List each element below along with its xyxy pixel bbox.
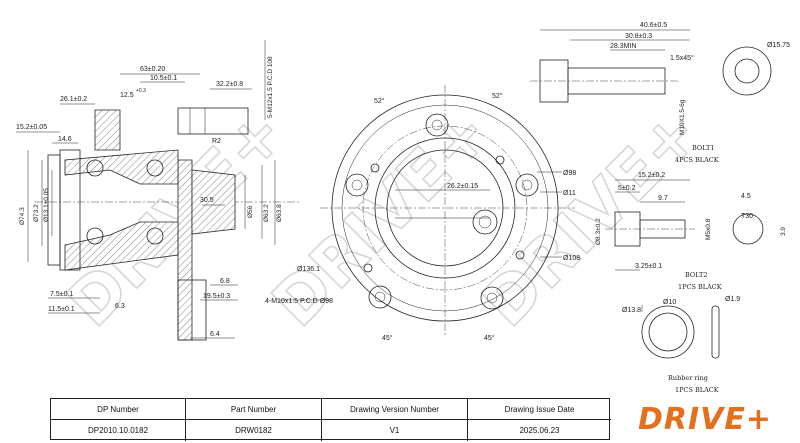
bolt2-thread: M5x0.8 — [705, 218, 712, 240]
ring-1-9: Ø1.9 — [725, 296, 740, 303]
dim-26-1: 26.1±0.2 — [60, 96, 87, 103]
dim-98: Ø98 — [563, 170, 576, 177]
rubber-ring-view: Ø13.8 Ø10 Ø1.9 Rubber ring 1PCS BLACK — [622, 296, 740, 394]
bolt2-4-5: 4.5 — [741, 193, 751, 200]
dim-7-5: 7.5±0.1 — [50, 291, 73, 298]
dim-63: 63±0.20 — [140, 66, 165, 73]
bolt2-name: BOLT2 — [685, 271, 707, 279]
dim-r2: R2 — [212, 138, 221, 145]
bolt2-9-7: 9.7 — [658, 195, 668, 202]
dim-6-3: 6.3 — [115, 303, 125, 310]
dim-13-1: Ø13.1±0.05 — [43, 188, 50, 222]
bolt2-view: 15.2±0.2 5±0.2 9.7 Ø8.3±0.2 M5x0.8 3.25±… — [595, 172, 787, 291]
header-issue-date: Drawing Issue Date — [468, 399, 611, 420]
ring-qty: 1PCS BLACK — [675, 386, 719, 394]
drive-logo: DRIVE+ — [612, 399, 798, 439]
bolt2-qty: 1PCS BLACK — [678, 283, 722, 291]
bolt-holes — [345, 113, 539, 310]
bolt1-length2: 30.8±0.3 — [625, 33, 652, 40]
angle-45-a: 45° — [382, 334, 393, 342]
value-version: V1 — [322, 420, 468, 441]
bolt1-length: 40.6±0.5 — [640, 22, 667, 29]
thread-m12-label: 5-M12x1.5 P.C.D 108 — [267, 56, 274, 118]
small-holes — [363, 155, 525, 273]
bolt2-3-9: 3.9 — [780, 227, 787, 236]
title-block: DP Number Part Number Drawing Version Nu… — [50, 398, 611, 441]
bolt1-chamfer: 1.5x45° — [670, 54, 694, 62]
dim-11: Ø11 — [563, 190, 576, 197]
bolt2-length: 15.2±0.2 — [638, 172, 665, 179]
value-dp-number: DP2010.10.0182 — [51, 420, 186, 441]
header-part-number: Part Number — [186, 399, 322, 420]
watermark-3: DRIVE+ — [469, 96, 714, 341]
bolt2-325: 3.25±0.1 — [635, 263, 662, 270]
dim-11-5: 11.5±0.1 — [48, 306, 75, 313]
bolt2-d: Ø8.3±0.2 — [595, 218, 602, 245]
dim-63-2: Ø63.2 — [263, 204, 270, 222]
bolt2-5: 5±0.2 — [618, 185, 636, 192]
hub-section-view: 63±0.20 10.5±0.1 12.5 +0.3 32.2±0.8 26.1… — [16, 40, 300, 341]
bolt1-min: 28.3MIN — [610, 43, 636, 50]
dim-12-5: 12.5 — [120, 92, 134, 99]
ring-13-8: Ø13.8 — [622, 307, 641, 314]
thread-m10-label: 4-M10x1.5 P.C.D Ø98 — [265, 298, 333, 305]
dim-14-6: 14.6 — [58, 136, 72, 143]
ring-name: Rubber ring — [668, 374, 708, 382]
dim-26-2: 26.2±0.15 — [447, 183, 478, 190]
value-issue-date: 2025.06.23 — [519, 426, 560, 435]
angle-45-b: 45° — [484, 334, 495, 342]
hub-front-view: 52° 52° 45° 45° 26.2±0.15 Ø98 Ø11 Ø108 Ø… — [265, 85, 580, 342]
dim-19-5: 19.5±0.3 — [203, 293, 230, 300]
ring-10: Ø10 — [663, 299, 676, 306]
dim-74-3: Ø74.3 — [19, 207, 26, 225]
dim-10-5: 10.5±0.1 — [150, 75, 177, 82]
dim-108: Ø108 — [563, 255, 580, 262]
dim-15-2a: 15.2±0.05 — [16, 124, 47, 131]
bolt2-torx: T30 — [741, 213, 753, 220]
dim-63-8: Ø63.8 — [276, 204, 283, 222]
header-version: Drawing Version Number — [322, 399, 468, 420]
value-part-number: DRW0182 — [186, 420, 322, 441]
angle-52-b: 52° — [492, 92, 503, 100]
angle-52-a: 52° — [374, 97, 385, 105]
dim-30-5: 30.5 — [200, 197, 214, 204]
bolt1-qty: 4PCS BLACK — [675, 156, 719, 164]
dim-6-4: 6.4 — [210, 331, 220, 338]
logo-text: DRIVE+ — [637, 401, 772, 437]
dim-32-2: 32.2±0.8 — [216, 81, 243, 88]
bolt1-view: 40.6±0.5 30.8±0.3 28.3MIN 1.5x45° M10X1.… — [530, 22, 790, 164]
dim-73-2: Ø73.2 — [33, 204, 40, 222]
dim-12-5-tol: +0.3 — [136, 88, 146, 94]
header-dp-number: DP Number — [51, 399, 186, 420]
bolt1-head: Ø15.75 — [767, 42, 790, 49]
bolt1-thread: M10X1.5-6g — [679, 99, 686, 135]
bolt1-name: BOLT1 — [692, 144, 714, 152]
dim-136-1: Ø136.1 — [297, 266, 320, 273]
dim-6-8: 6.8 — [220, 278, 230, 285]
dim-56: Ø56 — [247, 205, 254, 218]
